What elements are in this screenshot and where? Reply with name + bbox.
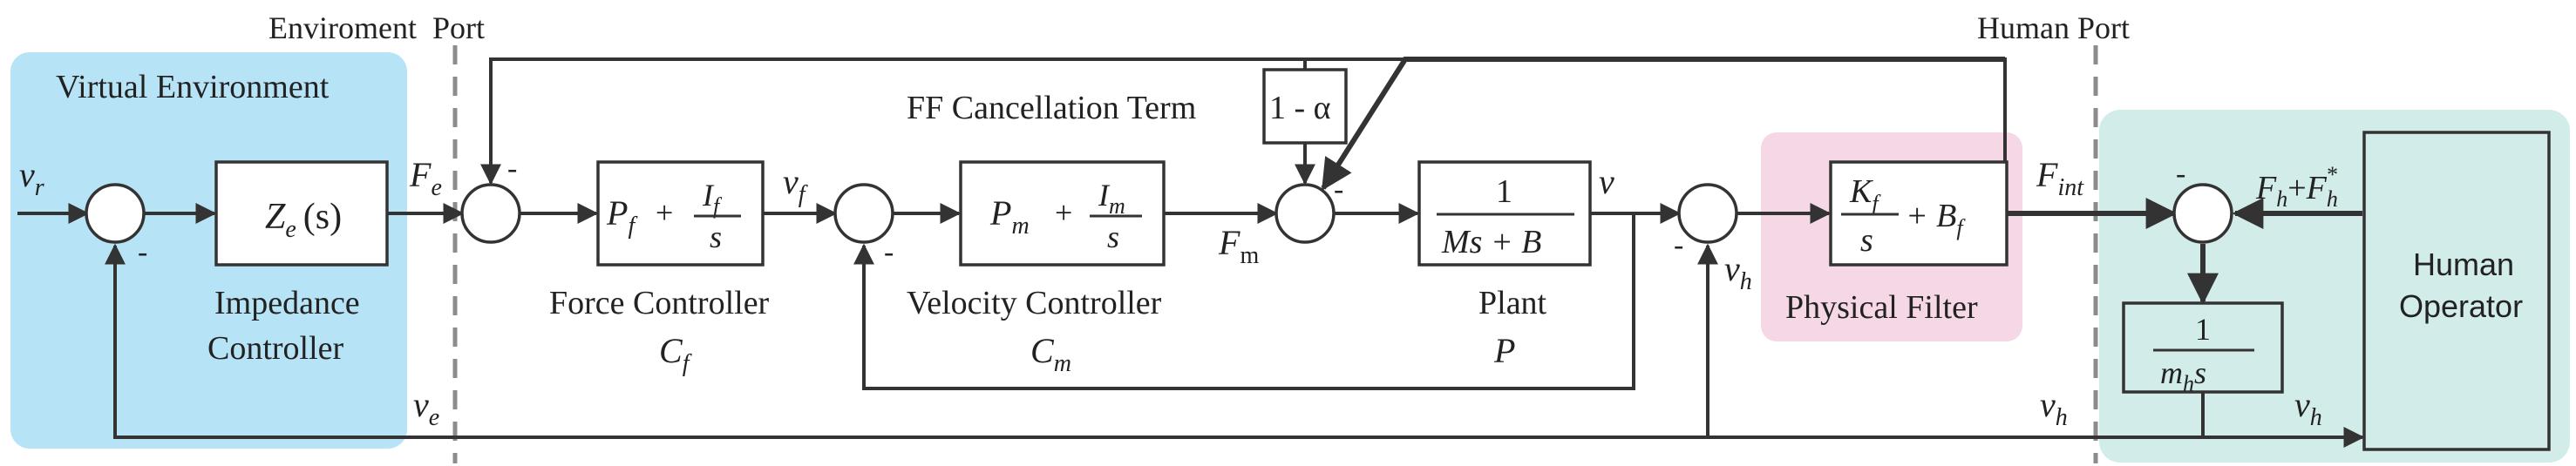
sum-junction-2 xyxy=(460,183,521,244)
environment-port-label: Enviroment Port xyxy=(268,10,485,45)
signal-label-ve: ve xyxy=(413,385,439,431)
velocity-controller-lead: Pm xyxy=(989,193,1030,240)
minus-sign-sumh: - xyxy=(2176,158,2185,190)
signal-label-vr: vr xyxy=(19,155,44,201)
wire-ff-branch xyxy=(1321,57,2005,192)
velocity-controller-block xyxy=(959,160,1166,267)
wire-bottom-ve xyxy=(105,243,2203,439)
signal-label-vh-right: vh xyxy=(2294,385,2322,431)
plant-symbol: P xyxy=(1493,331,1515,370)
minus-sign-sum2: - xyxy=(507,152,517,185)
minus-sign-sum4: - xyxy=(1334,173,1343,206)
impedance-caption-1: Impedance xyxy=(214,285,360,321)
signal-label-v: v xyxy=(1599,162,1614,201)
velocity-controller-caption: Velocity Controller xyxy=(907,285,1162,321)
ff-cancellation-tf: 1 - α xyxy=(1269,90,1331,126)
force-controller-caption: Force Controller xyxy=(549,285,770,321)
impedance-tf: Ze(s) xyxy=(265,197,342,243)
minus-sign-sum1: - xyxy=(138,236,147,268)
wire-top-feedback xyxy=(480,57,2007,213)
sum-junction-5 xyxy=(1677,183,1738,244)
sum-junction-3 xyxy=(833,183,894,244)
impedance-caption-2: Controller xyxy=(207,330,344,367)
signal-label-fint: Fint xyxy=(2036,155,2084,201)
sum-junction-human xyxy=(2172,183,2233,244)
force-controller-block xyxy=(596,160,765,267)
velocity-controller-den: s xyxy=(1107,219,1119,254)
minus-sign-sum3: - xyxy=(884,236,894,268)
human-operator-line1: Human xyxy=(2413,247,2514,282)
human-mass-den: mhs xyxy=(2160,355,2206,396)
plant-num: 1 xyxy=(1496,173,1512,210)
plant-caption: Plant xyxy=(1478,285,1547,321)
physical-filter-title: Physical Filter xyxy=(1785,289,1978,326)
physical-filter-den: s xyxy=(1860,222,1873,259)
signal-label-vf: vf xyxy=(783,162,808,208)
physical-filter-num: Kf xyxy=(1849,173,1881,216)
human-operator-block xyxy=(2362,131,2551,451)
ff-cancellation-caption: FF Cancellation Term xyxy=(907,90,1196,126)
signal-label-fm: Fm xyxy=(1218,223,1259,269)
sum-junction-4 xyxy=(1274,183,1336,244)
virtual-environment-region xyxy=(10,52,407,449)
force-controller-num: If xyxy=(702,178,723,219)
signal-label-vh-bottom: vh xyxy=(2040,385,2068,431)
force-controller-plus: + xyxy=(656,195,673,230)
force-controller-symbol: Cf xyxy=(659,331,692,377)
impedance-block xyxy=(214,160,389,267)
human-mass-block xyxy=(2122,301,2284,394)
signal-label-fe: Fe xyxy=(409,155,442,201)
plant-den: Ms + B xyxy=(1441,224,1541,260)
force-controller-den: s xyxy=(710,219,722,254)
force-controller-lead: Pf xyxy=(606,193,637,240)
physical-filter-tail: + Bf xyxy=(1906,198,1966,240)
sum-junction-1 xyxy=(85,183,146,244)
human-port-label: Human Port xyxy=(1977,10,2130,45)
ff-cancellation-block xyxy=(1262,68,1348,145)
signal-label-vh-mid: vh xyxy=(1724,249,1752,295)
virtual-environment-title: Virtual Environment xyxy=(56,69,330,105)
wire-v-feedback xyxy=(853,213,1635,390)
velocity-controller-symbol: Cm xyxy=(1030,331,1071,377)
velocity-controller-num: Im xyxy=(1098,178,1125,219)
velocity-controller-plus: + xyxy=(1055,195,1072,230)
human-mass-num: 1 xyxy=(2195,312,2211,347)
human-operator-line2: Operator xyxy=(2399,288,2523,324)
minus-sign-sum5: - xyxy=(1674,229,1683,261)
signal-label-fh: Fh+Fh* xyxy=(2255,162,2338,212)
